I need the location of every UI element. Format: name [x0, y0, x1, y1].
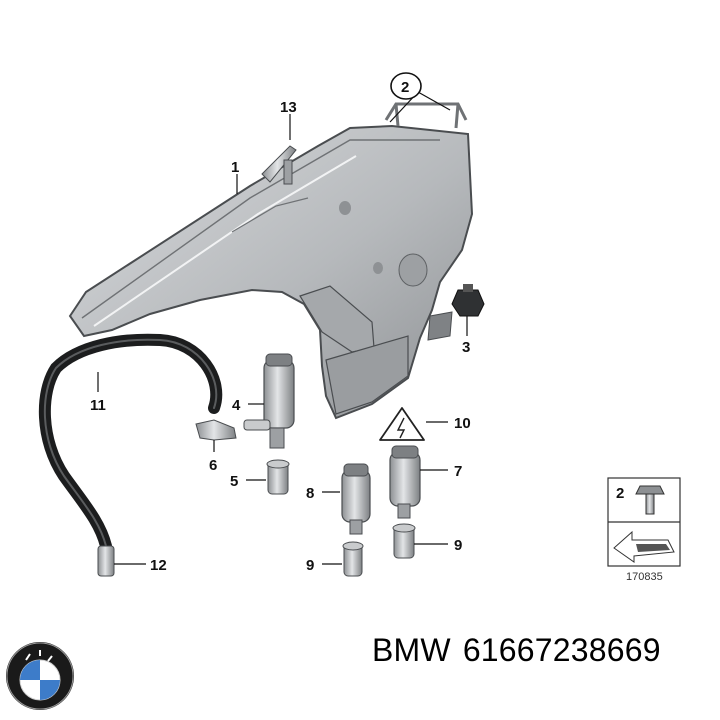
pump-part-8	[341, 463, 371, 535]
bmw-logo-icon	[6, 642, 74, 710]
nozzle-part-6	[195, 419, 237, 441]
screw-icon	[635, 485, 665, 515]
connector-part-12	[97, 545, 115, 577]
label-part-12: 12	[150, 557, 167, 574]
label-part-4: 4	[232, 397, 241, 414]
warning-triangle-icon	[379, 407, 425, 441]
callout-circle-2	[390, 72, 422, 100]
washer-fluid-reservoir	[68, 102, 474, 420]
footer-part-number: 61667238669	[462, 632, 661, 668]
reference-number: 170835	[626, 571, 663, 583]
label-part-7: 7	[454, 463, 462, 480]
label-part-9-right: 9	[454, 537, 462, 554]
bracket-part-13	[261, 145, 297, 185]
label-part-3: 3	[462, 339, 470, 356]
clip-part-3	[451, 284, 485, 317]
pump-part-7	[389, 445, 421, 519]
label-part-10: 10	[454, 415, 471, 432]
label-part-8: 8	[306, 485, 314, 502]
label-part-11: 11	[90, 397, 106, 414]
label-part-2: 2	[401, 79, 409, 96]
label-part-5: 5	[230, 473, 238, 490]
hose-part-11	[38, 333, 223, 552]
legend-box: 2	[607, 477, 681, 567]
grommet-part-9-right	[392, 523, 416, 559]
label-part-13: 13	[280, 99, 297, 116]
label-part-6: 6	[209, 457, 217, 474]
pump-part-4	[243, 353, 295, 449]
grommet-part-5	[266, 459, 290, 495]
label-part-9-left: 9	[306, 557, 314, 574]
footer-caption: BMW 61667238669	[372, 632, 673, 669]
label-part-1: 1	[231, 159, 239, 176]
footer-brand: BMW	[372, 632, 451, 668]
direction-arrow-icon	[613, 530, 675, 563]
legend-part-number: 2	[616, 485, 624, 502]
grommet-part-9-left	[342, 541, 364, 577]
part-labels: 1 2 13 3 11 4 10 6 5 7 8 9 9 12	[90, 79, 471, 574]
leader-lines	[97, 91, 468, 565]
